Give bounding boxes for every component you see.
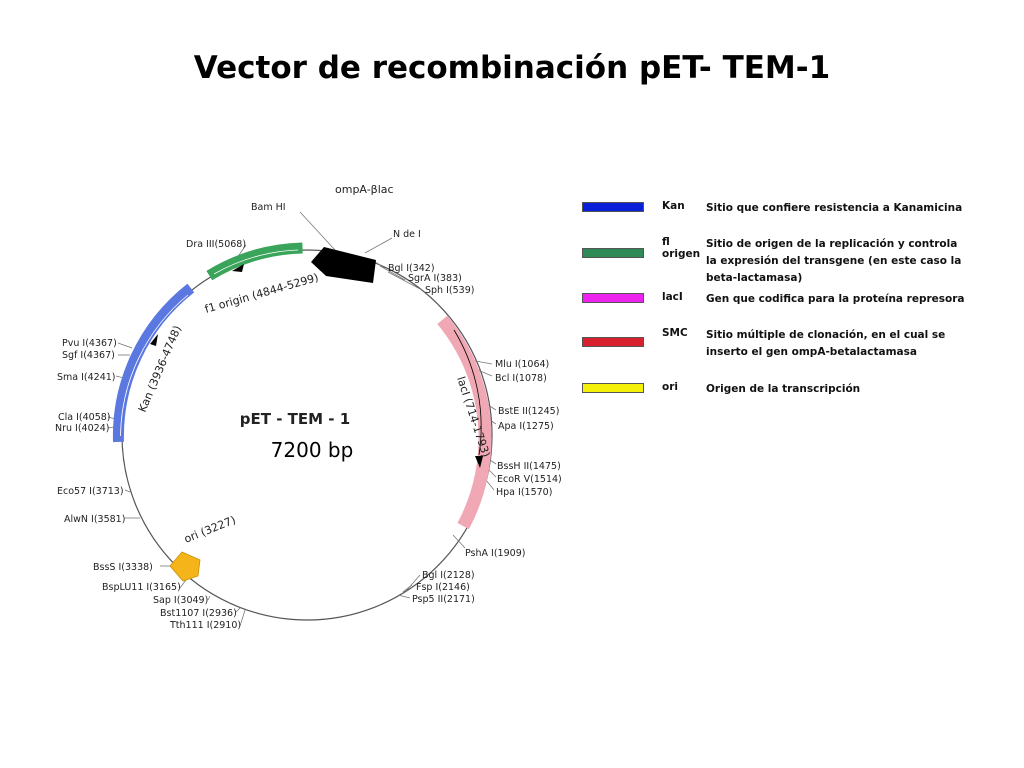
legend-desc-kan: Sitio que confiere resistencia a Kanamic… <box>706 202 963 214</box>
legend-key-laci: lacI <box>662 291 683 303</box>
site-sgfi: Sgf I(4367) <box>62 350 115 361</box>
site-bsssi: BssS I(3338) <box>93 562 153 573</box>
site-hpai: Hpa I(1570) <box>496 487 552 498</box>
site-sphi: Sph I(539) <box>425 285 474 296</box>
legend-swatch-f1-origen <box>582 248 644 258</box>
legend-desc-smc: Sitio múltiple de clonación, en el cual … <box>706 329 946 358</box>
site-eco57: Eco57 I(3713) <box>57 486 124 497</box>
plasmid-name: pET - TEM - 1 <box>240 410 350 428</box>
laci-direction-arrow <box>475 456 483 468</box>
site-bgli-342: Bgl I(342) <box>388 263 435 274</box>
f1-direction-arrow <box>232 264 244 272</box>
ompa-blac-arrow <box>311 247 376 283</box>
legend-swatch-kan <box>582 202 644 212</box>
site-psp5: Psp5 II(2171) <box>412 594 475 605</box>
site-bst1107: Bst1107 I(2936) <box>160 608 237 619</box>
legend-swatch-smc <box>582 337 644 347</box>
ori-marker <box>169 551 201 582</box>
f1-origin-label: f1 origin (4844-5299) <box>203 271 320 316</box>
site-bsplu11: BspLU11 I(3165) <box>102 582 181 593</box>
site-sapi: Sap I(3049) <box>153 595 208 606</box>
site-mlui: Mlu I(1064) <box>495 359 549 370</box>
legend-desc-f1-origen: Sitio de origen de la replicación y cont… <box>706 238 962 284</box>
site-smai: Sma I(4241) <box>57 372 116 383</box>
kan-direction-arrow <box>150 334 158 346</box>
f1-inner-line <box>213 249 299 275</box>
site-psha: PshA I(1909) <box>465 548 525 559</box>
site-tth111: Tth111 I(2910) <box>169 620 241 631</box>
legend-key-ori: ori <box>662 381 678 393</box>
legend-swatch-ori <box>582 383 644 393</box>
site-bcli: Bcl I(1078) <box>495 373 547 384</box>
legend-desc-laci: Gen que codifica para la proteína repres… <box>706 293 965 305</box>
site-bamhi: Bam HI <box>251 202 286 213</box>
site-pvui: Pvu I(4367) <box>62 338 117 349</box>
legend-key-f1-origen: fl origen <box>662 236 701 260</box>
ori-label: ori (3227) <box>182 513 237 545</box>
kan-feature-arc <box>112 283 195 443</box>
site-clai: Cla I(4058) <box>58 412 111 423</box>
f1-origin-arc <box>206 242 303 281</box>
site-apai: Apa I(1275) <box>498 421 554 432</box>
site-bssh: BssH II(1475) <box>497 461 561 472</box>
legend-desc-ori: Origen de la transcripción <box>706 383 861 395</box>
site-ndei: N de I <box>393 229 421 240</box>
site-bgli-2128: Bgl I(2128) <box>422 570 475 581</box>
laci-direction-line <box>453 329 482 456</box>
legend-key-smc: SMC <box>662 327 688 339</box>
laci-feature-arc <box>437 315 492 530</box>
ompa-label: ompA-βlac <box>335 183 394 196</box>
site-fspi: Fsp I(2146) <box>416 582 470 593</box>
page-title: Vector de recombinación pET- TEM-1 <box>193 50 831 86</box>
legend-key-kan: Kan <box>662 200 685 212</box>
site-bste: BstE II(1245) <box>498 406 559 417</box>
kan-inner-line <box>120 294 189 437</box>
site-alwni: AlwN I(3581) <box>64 514 125 525</box>
legend-swatch-laci <box>582 293 644 303</box>
site-nrui: Nru I(4024) <box>55 423 109 434</box>
site-draiii: Dra III(5068) <box>186 239 246 250</box>
site-ecorv: EcoR V(1514) <box>497 474 562 485</box>
site-sgra: SgrA I(383) <box>408 273 462 284</box>
plasmid-size: 7200 bp <box>271 438 354 462</box>
